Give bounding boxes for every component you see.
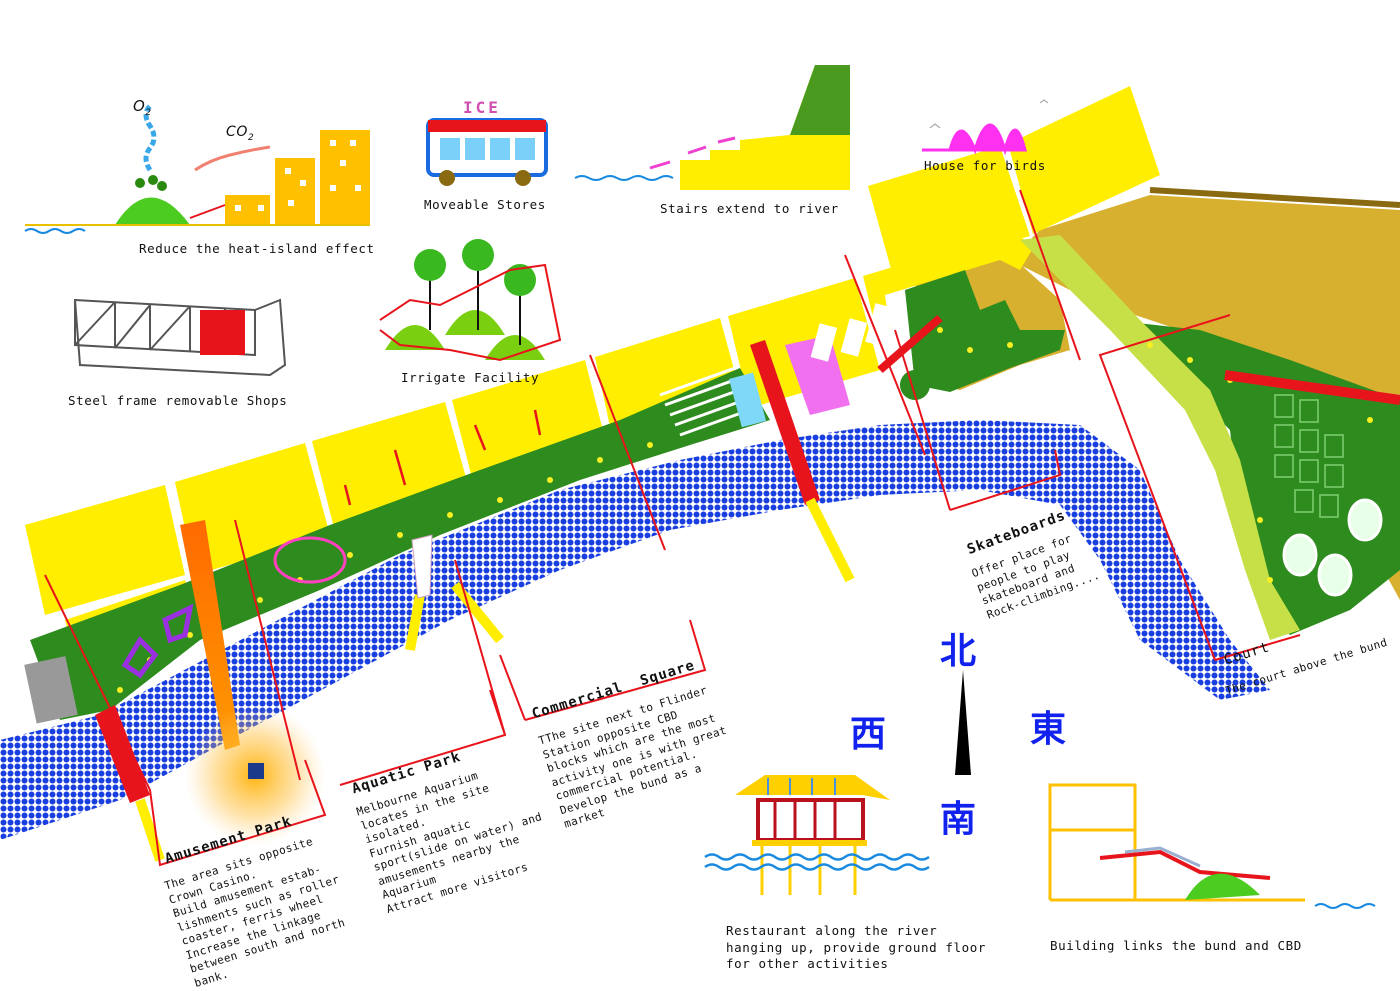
compass-needle: [955, 670, 971, 775]
red-bridge-east: [750, 340, 820, 505]
sport-fields: [1282, 498, 1383, 597]
restaurant-label: Restaurant along the river hanging up, p…: [726, 923, 987, 971]
white-pier: [411, 534, 433, 599]
bird-house-illustration: [922, 99, 1049, 156]
compass-south: 南: [940, 798, 977, 840]
flow-arrows: [343, 409, 542, 506]
orange-bridge: [180, 520, 240, 750]
irrigate-illustration: [379, 239, 562, 362]
building-link-illustration: [1048, 783, 1376, 909]
compass-east: 東: [1030, 708, 1067, 750]
co2-label: CO2: [226, 124, 255, 143]
compass-west: 西: [850, 713, 887, 755]
stairs-illustration: [574, 65, 850, 190]
ice-sign: ICE: [463, 98, 501, 117]
moveable-stores-label: Moveable Stores: [424, 197, 546, 212]
zone-brackets: [44, 189, 1301, 867]
building-links-label: Building links the bund and CBD: [1050, 938, 1302, 953]
red-bridge-west: [95, 705, 150, 803]
court-arrow: [1224, 370, 1400, 405]
roller-coaster: [273, 536, 347, 584]
bund-park-east: [905, 270, 1065, 392]
irrigate-label: Irrigate Facility: [401, 370, 540, 385]
steel-frame-label: Steel frame removable Shops: [68, 393, 288, 408]
stairs-label: Stairs extend to river: [660, 201, 839, 216]
yellow-pier-lines: [135, 497, 855, 862]
lime-strip: [1020, 235, 1300, 640]
river: [0, 420, 1270, 840]
compass-north: 北: [940, 630, 977, 672]
skateboard-buildings: [785, 303, 943, 415]
birds-label: House for birds: [924, 158, 1046, 173]
restaurant-illustration: [704, 775, 930, 895]
heat-island-label: Reduce the heat-island effect: [139, 241, 375, 256]
heat-island-illustration: [24, 104, 370, 234]
steel-frame-illustration: [73, 298, 287, 377]
crown-casino-icon: [248, 763, 264, 779]
tennis-courts: [1274, 394, 1344, 518]
grey-building: [24, 656, 78, 724]
amusement-rides: [121, 603, 194, 679]
o2-label: O2: [133, 97, 152, 118]
aquarium-pool: [728, 372, 767, 428]
ice-bus-illustration: [426, 118, 548, 186]
